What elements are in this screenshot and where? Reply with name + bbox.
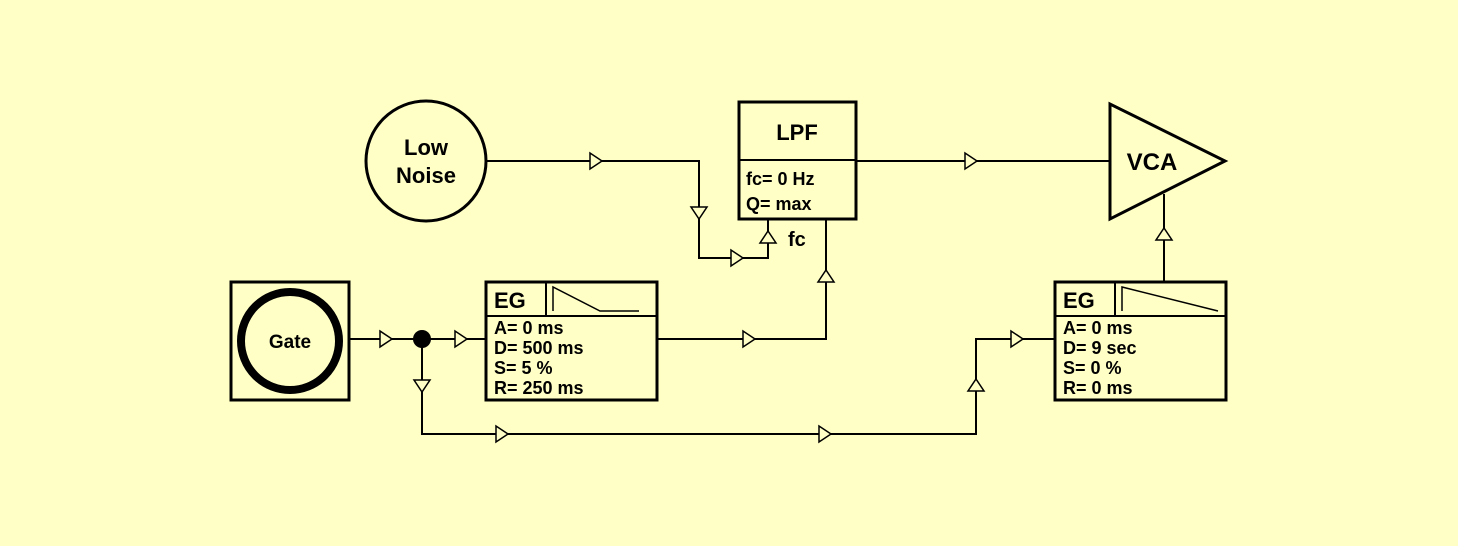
arrow-right-icon	[589, 151, 604, 171]
eg2-param-release: R= 0 ms	[1063, 378, 1133, 398]
arrow-up-icon	[1154, 226, 1174, 241]
eg1-param-decay: D= 500 ms	[494, 338, 584, 358]
eg2-module: EG A= 0 ms D= 9 sec S= 0 % R= 0 ms	[1053, 280, 1228, 402]
vca-module: VCA	[1108, 101, 1229, 222]
arrow-right-icon	[818, 424, 833, 444]
vca-label: VCA	[1127, 149, 1178, 176]
lpf-module: LPF fc= 0 Hz Q= max fc	[737, 100, 858, 251]
noise-circle	[364, 99, 488, 223]
wire-noise-to-lpf	[486, 160, 769, 259]
gate-box	[229, 280, 351, 402]
eg1-param-attack: A= 0 ms	[494, 318, 564, 338]
eg1-param-sustain: S= 5 %	[494, 358, 553, 378]
eg2-title: EG	[1063, 288, 1095, 313]
arrow-right-icon	[1010, 329, 1025, 349]
arrow-up-icon	[758, 229, 778, 244]
arrow-right-icon	[964, 151, 979, 171]
eg1-envelope-icon	[552, 285, 639, 312]
lpf-param-q: Q= max	[746, 194, 812, 214]
noise-label-line2: Noise	[396, 163, 456, 188]
eg1-module: EG A= 0 ms D= 500 ms S= 5 % R= 250 ms	[484, 280, 659, 402]
gate-ring	[237, 288, 343, 394]
eg2-envelope-icon	[1121, 286, 1219, 312]
noise-label-line1: Low	[404, 135, 449, 160]
arrow-right-icon	[742, 329, 757, 349]
signal-arrows	[379, 151, 1174, 444]
eg2-param-sustain: S= 0 %	[1063, 358, 1122, 378]
eg1-param-release: R= 250 ms	[494, 378, 584, 398]
arrow-right-icon	[495, 424, 510, 444]
junction-dot	[413, 330, 431, 348]
lpf-title: LPF	[776, 120, 818, 145]
arrow-right-icon	[730, 248, 745, 268]
arrow-down-icon	[412, 379, 432, 394]
noise-module: Low Noise	[364, 99, 488, 223]
eg2-param-attack: A= 0 ms	[1063, 318, 1133, 338]
wire-gate-to-eg2	[421, 338, 1055, 435]
arrow-right-icon	[454, 329, 469, 349]
lpf-param-fc: fc= 0 Hz	[746, 169, 815, 189]
arrow-up-icon	[966, 377, 986, 392]
eg1-box	[484, 280, 659, 402]
lpf-fc-input-label: fc	[788, 229, 806, 251]
arrow-down-icon	[689, 206, 709, 221]
eg2-box	[1053, 280, 1228, 402]
gate-module: Gate	[229, 280, 351, 402]
arrow-right-icon	[379, 329, 394, 349]
eg2-param-decay: D= 9 sec	[1063, 338, 1137, 358]
arrow-up-icon	[816, 268, 836, 283]
gate-label: Gate	[269, 332, 311, 353]
wire-eg1-to-lpf-fc	[657, 220, 827, 340]
eg1-title: EG	[494, 288, 526, 313]
vca-triangle	[1108, 101, 1229, 222]
